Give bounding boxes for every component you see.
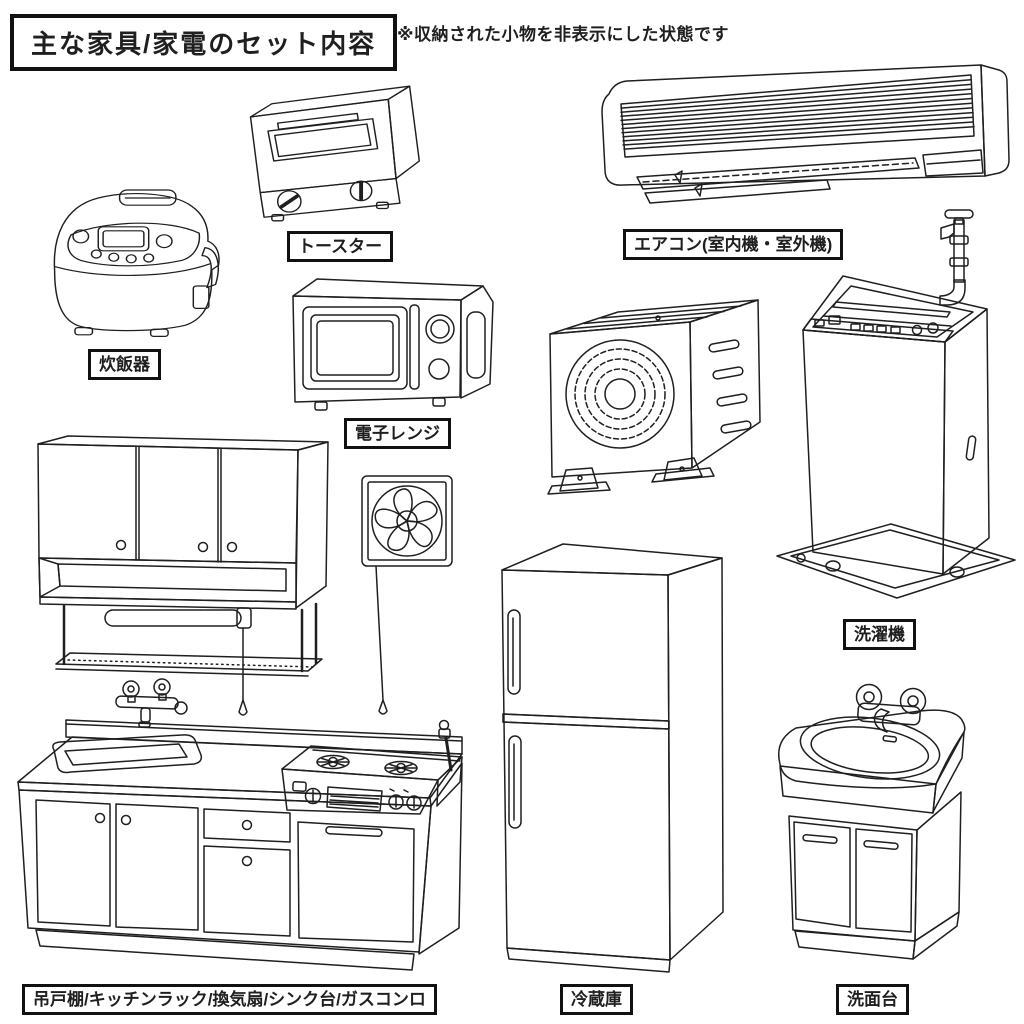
gas-valve xyxy=(438,719,453,772)
stove-knob xyxy=(406,795,422,811)
label-kitchen: 吊戸棚/キッチンラック/換気扇/シンク台/ガスコンロ xyxy=(22,984,437,1016)
pull-cord xyxy=(238,699,248,716)
towel-bar xyxy=(325,825,383,838)
washer-control-panel xyxy=(802,318,954,343)
rice-cooker-lid-handle xyxy=(118,189,177,206)
disclaimer-note: ※収納された小物を非表示にした状態です xyxy=(397,25,730,44)
rack-light-tube xyxy=(104,609,242,627)
fridge-handle-top xyxy=(507,609,521,695)
washing-machine-figure xyxy=(776,209,1016,599)
gas-stove xyxy=(281,745,463,815)
rice-cooker-control-panel xyxy=(67,222,201,267)
hanging-cupboard xyxy=(37,435,329,610)
page-title: 主な家具/家電のセット内容 xyxy=(10,14,398,71)
label-washstand: 洗面台 xyxy=(836,984,909,1016)
washstand-door-handle xyxy=(802,834,838,844)
aircon-outdoor-figure xyxy=(547,299,761,495)
microwave-button xyxy=(428,358,450,380)
washstand-basin xyxy=(799,716,941,780)
washer-faucet xyxy=(939,209,974,306)
fridge-kick-base xyxy=(506,947,671,973)
microwave-figure xyxy=(292,278,494,411)
rice-cooker-handle xyxy=(201,247,219,289)
washstand-faucet xyxy=(855,683,927,733)
outdoor-unit-fan xyxy=(565,339,675,449)
fan-pull-cord xyxy=(378,699,388,715)
fridge-handle-bottom xyxy=(508,735,522,829)
washstand-figure xyxy=(778,683,966,960)
toaster-window xyxy=(267,118,379,162)
sink-basin xyxy=(52,734,203,774)
toaster-knob-left xyxy=(276,190,302,213)
stove-knob xyxy=(304,787,322,805)
kick-base xyxy=(35,929,415,971)
label-fridge: 冷蔵庫 xyxy=(560,984,633,1016)
washstand-door-handle xyxy=(863,840,899,850)
rice-cooker-display xyxy=(97,226,150,252)
label-washer: 洗濯機 xyxy=(843,619,916,651)
toaster-figure xyxy=(249,85,421,222)
label-aircon: エアコン(室内機・室外機) xyxy=(623,229,844,261)
label-rice-cooker: 炊飯器 xyxy=(88,349,161,381)
grill-window xyxy=(326,786,383,812)
washer-side-handle xyxy=(965,435,977,461)
kitchen-unit-figure xyxy=(17,435,463,971)
kitchen-rack xyxy=(55,602,323,716)
microwave-dial xyxy=(425,314,455,344)
rice-cooker-figure xyxy=(53,189,220,338)
aircon-louver xyxy=(636,157,920,190)
aircon-indoor-figure xyxy=(601,64,1010,204)
microwave-handle xyxy=(409,304,420,390)
backsplash xyxy=(65,719,463,755)
burner-right xyxy=(384,760,418,776)
sink-faucet xyxy=(115,678,188,728)
washer-lid-handle xyxy=(832,301,951,318)
aircon-grille xyxy=(620,74,975,158)
refrigerator-figure xyxy=(501,543,724,973)
washer-drain-pan xyxy=(776,523,1016,599)
burner-left xyxy=(316,754,350,770)
stove-knob xyxy=(388,794,404,810)
microwave-door xyxy=(302,306,408,390)
label-microwave: 電子レンジ xyxy=(344,418,451,450)
sink-counter xyxy=(17,734,463,971)
ventilation-fan xyxy=(361,475,453,715)
label-toaster: トースター xyxy=(287,231,394,263)
